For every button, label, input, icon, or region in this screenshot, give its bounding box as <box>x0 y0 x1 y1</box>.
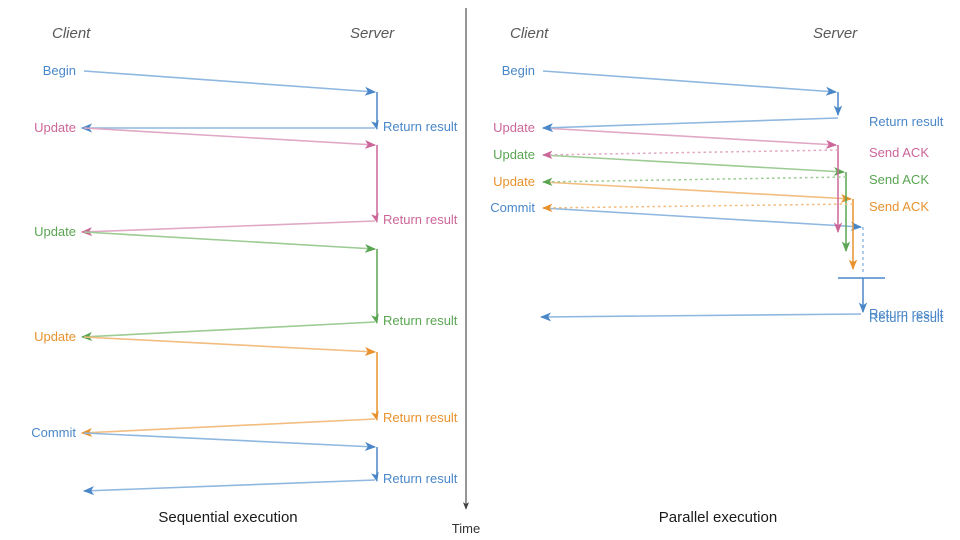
right-header-client: Client <box>510 25 549 42</box>
client-message-label: Begin <box>502 63 535 78</box>
client-message-label: Update <box>34 224 76 239</box>
client-message-label: Update <box>493 174 535 189</box>
server-reply-label: Send ACK <box>869 172 929 187</box>
client-message-label: Update <box>493 147 535 162</box>
reply-arrow <box>82 479 376 496</box>
request-arrow <box>542 70 838 96</box>
request-arrow <box>83 432 377 451</box>
left-header-client: Client <box>52 25 91 42</box>
request-arrow <box>542 181 853 203</box>
bar-tip <box>371 410 379 421</box>
right-header-server: Server <box>813 25 858 42</box>
client-message-label: Update <box>34 120 76 135</box>
request-arrow <box>83 70 377 96</box>
final-return-arrow <box>539 312 862 322</box>
server-reply-label: Return result <box>383 119 458 134</box>
server-reply-label: Return result <box>869 114 944 129</box>
left-panel-caption: Sequential execution <box>158 509 297 526</box>
request-arrow <box>542 207 863 231</box>
bar-tip <box>371 212 379 223</box>
right-panel-caption: Parallel execution <box>659 509 777 526</box>
server-reply-label: Return result <box>869 310 944 325</box>
server-reply-label: Return result <box>383 410 458 425</box>
client-message-label: Update <box>493 120 535 135</box>
reply-arrow <box>80 220 376 237</box>
request-arrow <box>83 231 377 253</box>
reply-arrow <box>80 321 376 341</box>
final-return-label: Return result <box>869 306 944 321</box>
request-arrow <box>83 336 377 356</box>
server-reply-label: Return result <box>383 212 458 227</box>
server-reply-label: Return result <box>383 471 458 486</box>
left-header-server: Server <box>350 25 395 42</box>
ack-return-arrow <box>541 176 847 187</box>
time-axis-label: Time <box>452 521 480 536</box>
bar-tip <box>371 471 379 482</box>
client-message-label: Update <box>34 329 76 344</box>
client-message-label: Commit <box>31 425 76 440</box>
server-reply-label: Send ACK <box>869 199 929 214</box>
reply-arrow <box>80 418 376 437</box>
ack-return-arrow <box>541 203 854 213</box>
client-message-label: Commit <box>490 200 535 215</box>
bar-tip <box>371 119 379 130</box>
client-message-label: Begin <box>43 63 76 78</box>
request-arrow <box>83 127 377 149</box>
bar-tip <box>371 313 379 324</box>
request-arrow <box>542 127 838 149</box>
reply-arrow <box>541 117 839 133</box>
server-reply-label: Return result <box>383 313 458 328</box>
ack-return-arrow <box>541 149 839 160</box>
request-arrow <box>542 154 846 176</box>
server-reply-label: Send ACK <box>869 145 929 160</box>
